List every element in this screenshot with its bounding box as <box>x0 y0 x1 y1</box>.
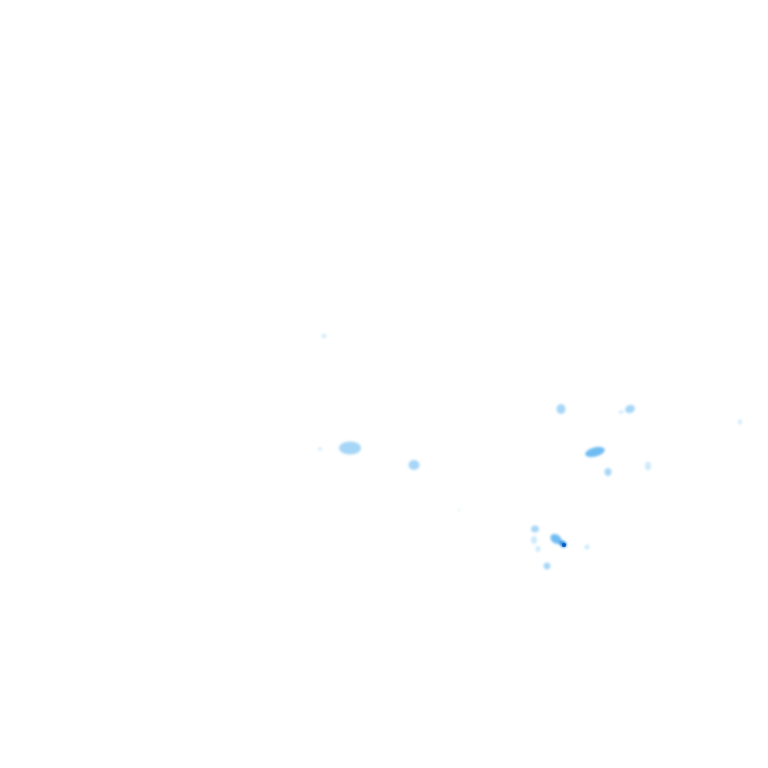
echo-east-speck-a <box>604 468 612 476</box>
echo-central-cell <box>408 460 420 470</box>
echo-south-cell-d <box>543 562 551 570</box>
echo-west-cell <box>339 441 361 455</box>
echo-east-speck-b <box>645 461 651 471</box>
echo-south-intense-core <box>562 543 566 547</box>
echo-east-cell <box>585 446 605 458</box>
echo-south-main <box>550 533 562 545</box>
echo-west-speck <box>318 447 322 451</box>
echo-south-cell-b <box>531 536 537 544</box>
echo-south-cell-c <box>535 546 541 552</box>
echo-south-speck <box>584 544 590 550</box>
echo-far-east-speck <box>738 419 742 425</box>
precipitation-echoes <box>318 333 742 570</box>
echo-tiny-speck <box>458 509 460 511</box>
echo-south-cell-a <box>531 525 539 533</box>
echo-ne-cell-a <box>556 404 566 414</box>
echo-ne-speck <box>618 410 624 414</box>
echo-ne-cell-b <box>625 404 635 414</box>
echo-nw-speck <box>321 333 327 339</box>
